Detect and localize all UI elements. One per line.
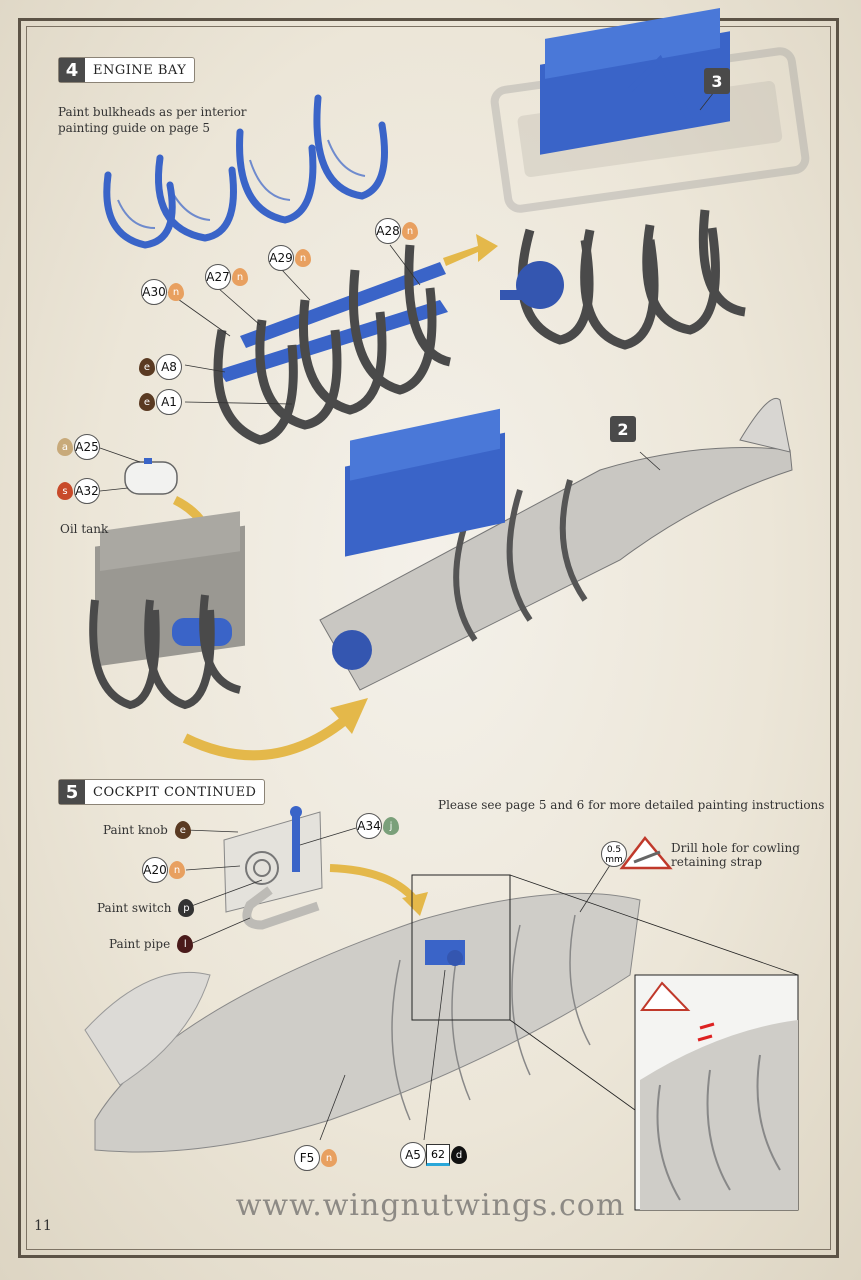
part-number-F5: F5 [294, 1145, 320, 1171]
page-border-inner [26, 26, 831, 1250]
paint-knob-text: Paint knob [103, 823, 168, 837]
fuselage-engine-assembly [319, 398, 793, 691]
arrow-to-cockpit [329, 864, 428, 916]
part-label-A5: A5 62 d [400, 1142, 468, 1168]
drill-warning-icon [619, 835, 673, 870]
leader-lines [99, 91, 715, 1141]
part-label-A28: A28 n [375, 218, 419, 244]
drill-hole-note: Drill hole for cowling retaining strap [671, 841, 800, 869]
bulkheads [103, 94, 388, 249]
part-number-A1: A1 [156, 389, 182, 415]
painting-reference-note: Please see page 5 and 6 for more detaile… [438, 798, 825, 812]
fuselage-main [84, 874, 799, 1153]
paint-code-p-drop: p [178, 899, 195, 917]
part-label-A20: A20 n [142, 857, 186, 883]
part-number-A8: A8 [156, 354, 182, 380]
drill-note-line2: retaining strap [671, 855, 762, 869]
part-label-A30: A30 n [141, 279, 185, 305]
step-4-number: 4 [59, 58, 85, 82]
paint-code-d-drop: d [451, 1146, 467, 1164]
part-label-F5: F5 n [294, 1145, 338, 1171]
part-number-A5: A5 [400, 1142, 426, 1168]
paint-box-62: 62 [426, 1144, 450, 1166]
part-label-A8: e A8 [138, 354, 182, 380]
part-number-A25: A25 [74, 434, 100, 460]
paint-code-e-drop: e [174, 821, 191, 839]
part-number-A29: A29 [268, 245, 294, 271]
callout-badge-2: 2 [610, 416, 636, 442]
part-number-A27: A27 [205, 264, 231, 290]
arrow-to-fuselage [182, 698, 368, 761]
part-label-A29: A29 n [268, 245, 312, 271]
paint-code-n-drop: n [169, 861, 185, 879]
part-label-A34: A34 j [356, 813, 400, 839]
step-5-header: 5 COCKPIT CONTINUED [58, 779, 266, 805]
oil-tank-label: Oil tank [60, 522, 109, 536]
arrow-to-engine [443, 234, 498, 266]
drill-size-indicator: 0.5 mm [601, 841, 627, 867]
part-number-A20: A20 [142, 857, 168, 883]
paint-knob-label: Paint knob e [103, 821, 192, 839]
paint-code-n-drop: n [295, 249, 311, 267]
step-4-header: 4 ENGINE BAY [58, 57, 196, 83]
part-label-A1: e A1 [138, 389, 182, 415]
drill-size-unit: mm [605, 855, 623, 865]
part-number-A30: A30 [141, 279, 167, 305]
paint-code-n-drop: n [321, 1149, 337, 1167]
part-number-A28: A28 [375, 218, 401, 244]
paint-code-s-drop: s [57, 482, 73, 500]
engine-with-oil-tank [89, 511, 245, 710]
paint-code-a-drop: a [57, 438, 73, 456]
step-5-title: COCKPIT CONTINUED [93, 784, 257, 800]
part-label-A32: s A32 [56, 478, 100, 504]
part-number-A32: A32 [74, 478, 100, 504]
step-5-number: 5 [59, 780, 85, 804]
paint-code-n-drop: n [168, 283, 184, 301]
switch-panel [223, 806, 323, 930]
drill-detail-inset [634, 974, 799, 1211]
paint-switch-label: Paint switch p [97, 899, 195, 917]
bulkhead-note-line2: painting guide on page 5 [58, 121, 210, 135]
part-label-A25: a A25 [56, 434, 100, 460]
drill-note-line1: Drill hole for cowling [671, 841, 800, 855]
website-footer: www.wingnutwings.com [235, 1188, 626, 1223]
callout-badge-3: 3 [704, 68, 730, 94]
bulkhead-note-line1: Paint bulkheads as per interior [58, 105, 247, 119]
paint-pipe-label: Paint pipe l [109, 935, 194, 953]
part-number-A34: A34 [356, 813, 382, 839]
paint-code-e-drop: e [139, 358, 155, 376]
page-border-outer [18, 18, 839, 1258]
paint-code-e-drop: e [139, 393, 155, 411]
oil-tank-part [124, 458, 178, 495]
step-4-title: ENGINE BAY [93, 62, 187, 78]
paint-code-l-drop: l [177, 935, 194, 953]
engine-bearer-assembly [213, 244, 452, 445]
paint-code-n-drop: n [232, 268, 248, 286]
part-label-A27: A27 n [205, 264, 249, 290]
paint-code-n-drop: n [402, 222, 418, 240]
paint-switch-text: Paint switch [97, 901, 172, 915]
paint-code-j-drop: j [383, 817, 399, 835]
page-number: 11 [34, 1218, 52, 1234]
paint-pipe-text: Paint pipe [109, 937, 171, 951]
drill-size-value: 0.5 [606, 845, 622, 855]
bulkhead-paint-note: Paint bulkheads as per interior painting… [58, 104, 247, 136]
engine-installed-top [500, 8, 746, 350]
